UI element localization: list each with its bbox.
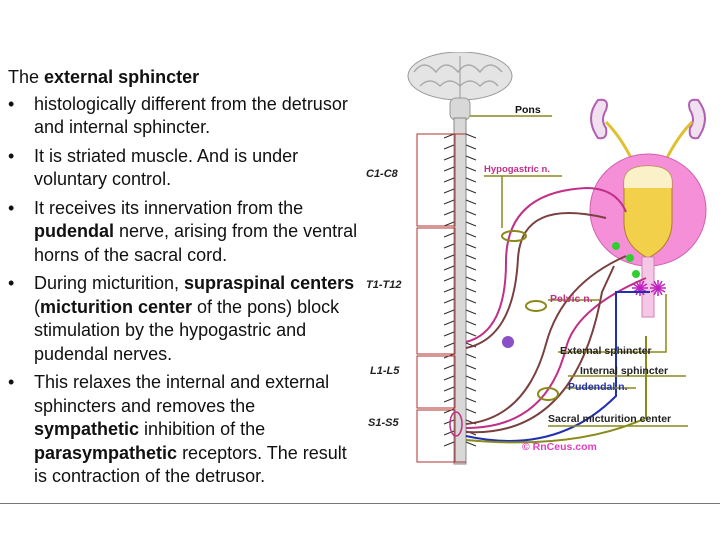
label-pelvic: Pelvic n. [550,293,593,305]
micturition-figure: Pons C1-C8 T1-T12 L1-L5 S1-S5 Hypogastri… [366,52,707,465]
bullet-bold-text: sympathetic [34,419,140,439]
bullet-item: It is striated muscle. And is under volu… [8,145,360,192]
label-t1t12: T1-T12 [366,279,401,291]
label-external: External sphincter [560,345,652,357]
brain-icon [407,52,513,121]
title-prefix: The [8,67,45,87]
bullet-text: During micturition, [34,273,185,293]
label-c1c8: C1-C8 [366,168,399,180]
bullet-text: ( [34,296,40,317]
bullet-text: inhibition of the [139,419,266,439]
slide-title: The external sphincter [8,66,360,90]
sacral-center-ring [449,411,463,437]
hypogastric-ganglion [501,230,527,242]
bullet-bold-text: parasympathetic [34,442,178,463]
bullet-bold-text: supraspinal centers [184,273,355,293]
bullet-text: It receives its innervation from the [34,197,304,218]
bottom-divider [0,503,720,504]
bullet-item: histologically different from the detrus… [8,93,360,140]
title-bold: external sphincter [44,67,200,87]
bullet-bold-text: pudendal [34,221,114,241]
pudendal-ganglion [537,387,559,401]
bullet-text: This relaxes the internal and external s… [34,372,330,416]
label-internal: Internal sphincter [580,365,668,377]
label-hypogastric: Hypogastric n. [484,164,550,175]
label-pons: Pons [515,104,541,116]
label-sacral: Sacral micturition center [548,413,671,425]
bullet-item: During micturition, supraspinal centers … [8,272,360,366]
label-s1s5: S1-S5 [368,417,399,429]
bullet-text: It is striated muscle. And is under volu… [34,145,299,190]
label-l1l5: L1-L5 [370,365,400,377]
label-credit: © RnCeus.com [522,441,597,453]
bullet-bold-text: micturition center [40,296,193,317]
lumbar-ganglion [502,336,514,348]
bullet-item: It receives its innervation from the pud… [8,197,360,268]
bullet-text: nerve, arising from the ventral horns of… [34,221,358,265]
spinal-cord [443,117,477,465]
figure-labels: Pons C1-C8 T1-T12 L1-L5 S1-S5 Hypogastri… [366,104,671,453]
nerve-pathways [465,186,650,444]
bullet-list: histologically different from the detrus… [8,93,360,489]
bullet-text: receptors. The result is contraction of … [34,442,347,487]
bullet-text: of the pons) block stimulation by the hy… [34,296,340,364]
pelvic-ganglion [525,300,547,312]
bladder [589,153,707,318]
bullet-text: histologically different from the detrus… [34,93,348,138]
bullet-item: This relaxes the internal and external s… [8,371,360,489]
kidney-icons [590,98,706,183]
slide-text: The external sphincter histologically di… [8,66,360,494]
label-pudendal: Pudendal n. [568,381,628,393]
label-lines [484,175,688,427]
